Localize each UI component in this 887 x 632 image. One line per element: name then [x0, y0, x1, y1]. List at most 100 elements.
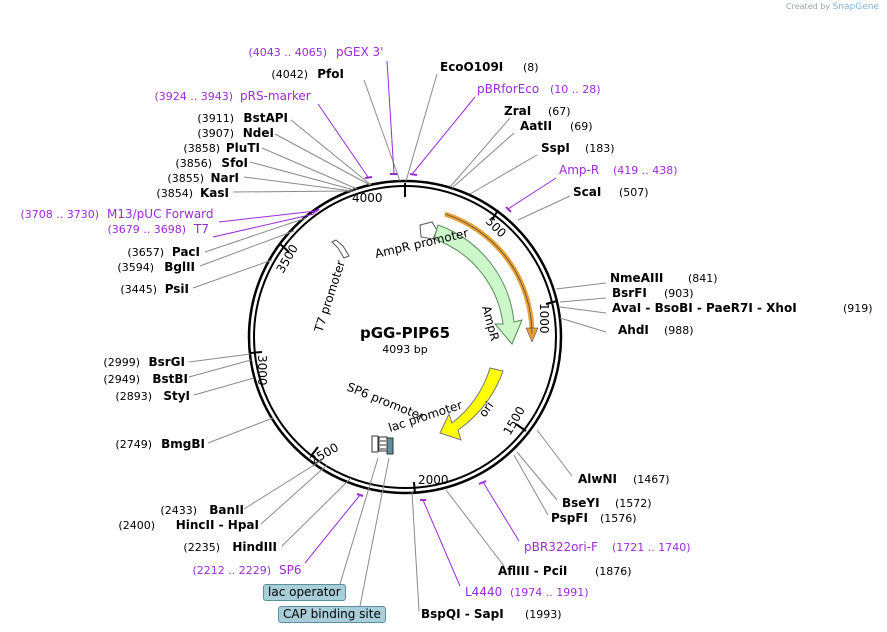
- tick-label-2000: 2000: [418, 473, 449, 487]
- cap-binding-site-box: CAP binding site: [278, 606, 386, 623]
- site-kasi-name: KasI: [200, 186, 229, 200]
- site-banii-name: BanII: [209, 503, 244, 517]
- site-sspi-name: SspI: [541, 141, 570, 155]
- snapgene-credit: Created by SnapGene: [786, 2, 879, 12]
- site-nmeaiii-name: NmeAIII: [610, 271, 663, 285]
- site-afliii-pos: (1876): [595, 565, 632, 578]
- tick-label-1000: 1000: [537, 303, 551, 334]
- primer-pgex3-range: (4043 .. 4065): [248, 46, 327, 59]
- plasmid-name: pGG-PIP65: [360, 324, 450, 342]
- plasmid-size: 4093 bp: [382, 343, 427, 356]
- site-bglii-name: BglII: [164, 260, 195, 274]
- site-psii-pos: (3445): [120, 283, 157, 296]
- primer-amp-r-name: Amp-R: [559, 163, 599, 177]
- primer-sp6-name: SP6: [279, 563, 302, 577]
- site-bstapi-pos: (3911): [197, 112, 234, 125]
- site-pluti-pos: (3858): [183, 142, 220, 155]
- site-aatii-pos: (69): [570, 120, 593, 133]
- site-hindiii-name: HindIII: [232, 540, 277, 554]
- site-hindiii-pos: (2235): [183, 541, 220, 554]
- primer-prs-marker-range: (3924 .. 3943): [154, 90, 233, 103]
- site-ndei-pos: (3907): [197, 127, 234, 140]
- primer-l4440-name: L4440: [465, 585, 502, 599]
- site-bseyi-name: BseYI: [562, 496, 600, 510]
- site-nari-pos: (3855): [167, 172, 204, 185]
- site-hincii-name: HincII - HpaI: [176, 518, 259, 532]
- site-bmgbi-name: BmgBI: [161, 437, 205, 451]
- t7-promoter-arrow: [331, 239, 350, 259]
- site-pfoi-pos: (4042): [271, 68, 308, 81]
- site-bspqi-pos: (1993): [525, 608, 562, 621]
- site-sfoi-name: SfoI: [221, 156, 248, 170]
- site-scai-name: ScaI: [573, 185, 601, 199]
- t7-promoter-label: T7 promoter: [311, 259, 348, 335]
- site-bstbi-pos: (2949): [103, 373, 140, 386]
- primer-prs-marker-name: pRS-marker: [240, 89, 311, 103]
- ori-arrow: [439, 367, 504, 441]
- site-bsrgi-pos: (2999): [103, 356, 140, 369]
- site-banii-pos: (2433): [160, 504, 197, 517]
- credit-prefix: Created by: [786, 2, 831, 11]
- site-zrai-pos: (67): [548, 105, 571, 118]
- site-bstbi-name: BstBI: [152, 372, 188, 386]
- site-bglii-pos: (3594): [117, 261, 154, 274]
- lac-feature-glyph: [371, 435, 394, 455]
- site-bsrgi-name: BsrGI: [148, 355, 185, 369]
- site-ahdi-name: AhdI: [618, 323, 649, 337]
- site-ecoo109i-pos: (8): [523, 61, 539, 74]
- primer-l4440-range: (1974 .. 1991): [510, 586, 589, 599]
- site-ndei-name: NdeI: [243, 126, 274, 140]
- site-bspqi-name: BspQI - SapI: [421, 607, 504, 621]
- leader-lines: [188, 73, 607, 612]
- site-aatii-name: AatII: [520, 119, 552, 133]
- primer-m13-range: (3708 .. 3730): [20, 208, 99, 221]
- site-pfoi-name: PfoI: [317, 67, 344, 81]
- site-kasi-pos: (3854): [156, 187, 193, 200]
- site-styi-name: StyI: [163, 389, 190, 403]
- site-pluti-name: PluTI: [226, 141, 260, 155]
- orange-arrow-outline: [444, 213, 533, 335]
- site-bmgbi-pos: (2749): [115, 438, 152, 451]
- site-paci-pos: (3657): [127, 246, 164, 259]
- primer-t7-range: (3679 .. 3698): [107, 223, 186, 236]
- site-psii-name: PsiI: [165, 282, 189, 296]
- primer-pbr322ori-name: pBR322ori-F: [524, 540, 598, 554]
- ampr-gene-arrow: [433, 224, 523, 345]
- site-sfoi-pos: (3856): [175, 157, 212, 170]
- primer-pbr322ori-range: (1721 .. 1740): [612, 541, 691, 554]
- site-paci-name: PacI: [172, 245, 200, 259]
- site-alwni-name: AlwNI: [578, 472, 617, 486]
- site-avai-group-pos: (919): [843, 302, 873, 315]
- primer-amp-r-range: (419 .. 438): [613, 164, 678, 177]
- site-avai-group-name: AvaI - BsoBI - PaeR7I - XhoI: [612, 301, 797, 315]
- site-styi-pos: (2893): [115, 390, 152, 403]
- site-bseyi-pos: (1572): [615, 497, 652, 510]
- site-ahdi-pos: (988): [664, 324, 694, 337]
- site-nmeaiii-pos: (841): [688, 272, 718, 285]
- site-scai-pos: (507): [619, 186, 649, 199]
- site-nari-name: NarI: [210, 171, 239, 185]
- primer-m13-name: M13/pUC Forward: [107, 207, 214, 221]
- primer-pbrforeco-range: (10 .. 28): [550, 83, 601, 96]
- site-sspi-pos: (183): [585, 142, 615, 155]
- primer-labels: (4043 .. 4065) pGEX 3' pBRforEco (10 .. …: [20, 45, 690, 599]
- site-pspfi-name: PspFI: [551, 511, 588, 525]
- primer-t7-name: T7: [193, 222, 209, 236]
- tick-label-4000: 4000: [352, 191, 383, 205]
- site-bsrfi-name: BsrFI: [612, 286, 647, 300]
- left-site-labels: (4042) PfoI (3911) BstAPI (3907) NdeI (3…: [103, 67, 344, 554]
- backbone-outer: [247, 179, 563, 495]
- right-site-labels: EcoO109I (8) ZraI (67) AatII (69) SspI (…: [421, 60, 873, 621]
- site-hincii-pos: (2400): [118, 519, 155, 532]
- site-bstapi-name: BstAPI: [243, 111, 288, 125]
- primer-pbrforeco-name: pBRforEco: [477, 82, 539, 96]
- lac-operator-box: lac operator: [263, 584, 346, 601]
- credit-brand: SnapGene: [832, 2, 879, 12]
- site-bsrfi-pos: (903): [664, 287, 694, 300]
- primer-leader-lines: [212, 60, 557, 587]
- primer-sp6-range: (2212 .. 2229): [192, 564, 271, 577]
- site-alwni-pos: (1467): [633, 473, 670, 486]
- site-afliii-name: AflIII - PciI: [498, 564, 567, 578]
- site-pspfi-pos: (1576): [600, 512, 637, 525]
